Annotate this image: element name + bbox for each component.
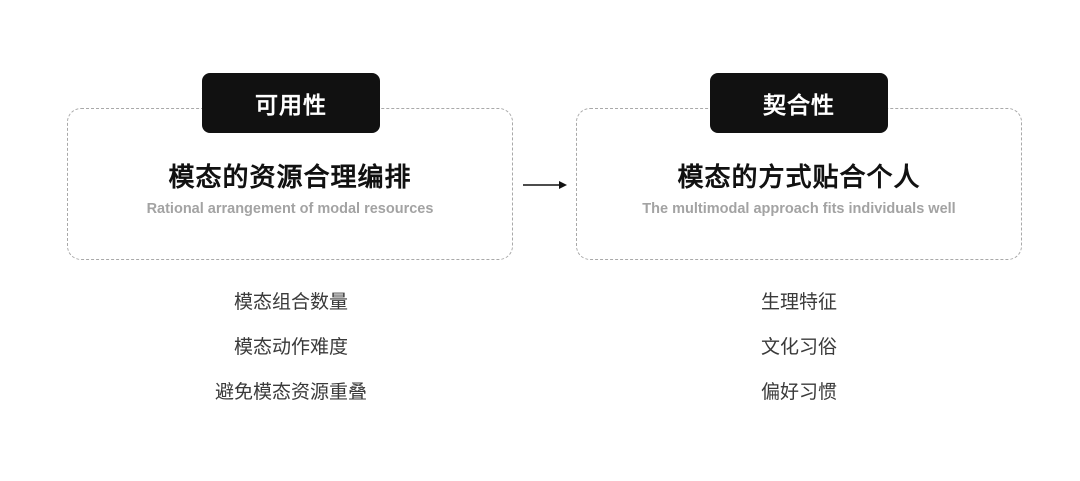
usability-list: 模态组合数量 模态动作难度 避免模态资源重叠 bbox=[141, 286, 441, 421]
card-title: 模态的资源合理编排 bbox=[168, 163, 412, 193]
usability-card: 模态的资源合理编排 Rational arrangement of modal … bbox=[67, 108, 513, 260]
list-item: 偏好习惯 bbox=[760, 381, 837, 403]
usability-tab: 可用性 bbox=[202, 73, 380, 133]
fit-card: 模态的方式贴合个人 The multimodal approach fits i… bbox=[576, 108, 1022, 260]
list-item: 文化习俗 bbox=[760, 336, 837, 358]
card-subtitle: Rational arrangement of modal resources bbox=[146, 201, 434, 217]
list-item: 生理特征 bbox=[760, 291, 837, 313]
fit-tab: 契合性 bbox=[710, 73, 888, 133]
list-item: 模态动作难度 bbox=[233, 336, 348, 358]
arrow-right-icon bbox=[523, 181, 567, 189]
list-item: 避免模态资源重叠 bbox=[214, 381, 367, 403]
list-item: 模态组合数量 bbox=[233, 291, 348, 313]
fit-list: 生理特征 文化习俗 偏好习惯 bbox=[649, 286, 949, 421]
card-subtitle: The multimodal approach fits individuals… bbox=[642, 201, 956, 217]
card-title: 模态的方式贴合个人 bbox=[677, 163, 921, 193]
